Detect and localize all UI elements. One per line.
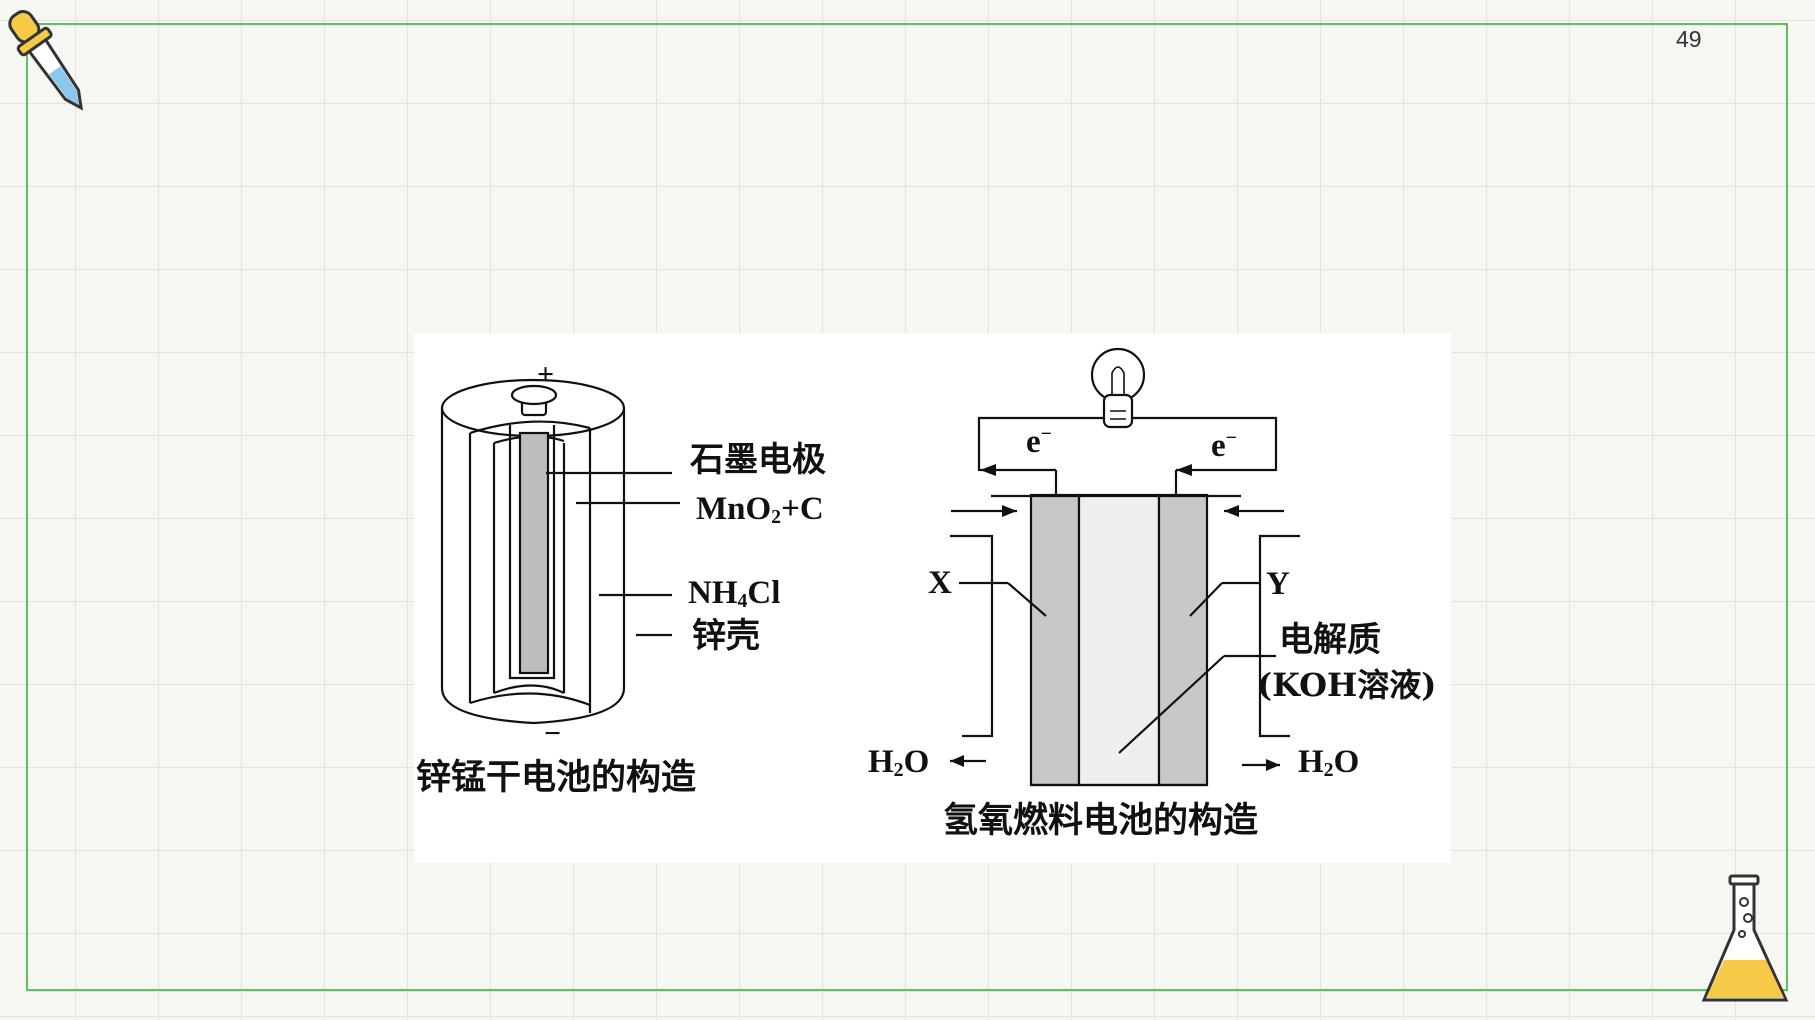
x-label: X	[928, 565, 952, 601]
dry-cell-caption: 锌锰干电池的构造	[416, 757, 697, 798]
light-bulb-icon	[1090, 347, 1146, 429]
electron-right-label: e−	[1211, 427, 1237, 464]
flask-icon	[1701, 874, 1789, 1002]
negative-terminal-label: −	[544, 717, 562, 750]
nh4cl-label: NH4Cl	[688, 575, 781, 612]
water-left-label: H2O	[868, 744, 930, 781]
slide-frame	[26, 23, 1788, 991]
electrolyte-chamber	[1077, 493, 1161, 787]
dropper-icon	[8, 10, 84, 111]
graphite-electrode-label: 石墨电极	[690, 440, 826, 480]
electrolyte-detail-label: (KOH溶液)	[1257, 666, 1437, 704]
mno2-label: MnO2+C	[696, 491, 824, 528]
electrolyte-label: 电解质	[1279, 620, 1381, 660]
page-number: 49	[1676, 26, 1702, 52]
electron-left-label: e−	[1026, 423, 1052, 460]
zinc-shell-label: 锌壳	[692, 616, 760, 656]
positive-terminal-label: +	[537, 358, 555, 391]
graphite-rod	[518, 431, 550, 675]
battery-figure: + − 石墨电极 MnO2+C NH4Cl 锌壳 锌锰干电池的构造 e− e− …	[414, 333, 1451, 863]
water-right-label: H2O	[1298, 744, 1360, 781]
diagram-lines	[440, 347, 1300, 787]
dry-cell-shell	[440, 408, 626, 725]
fuel-cell-caption: 氢氧燃料电池的构造	[943, 800, 1259, 841]
dry-cell-cap	[510, 384, 558, 406]
left-electrode	[1029, 493, 1081, 787]
y-label: Y	[1266, 566, 1290, 602]
right-electrode	[1157, 493, 1209, 787]
